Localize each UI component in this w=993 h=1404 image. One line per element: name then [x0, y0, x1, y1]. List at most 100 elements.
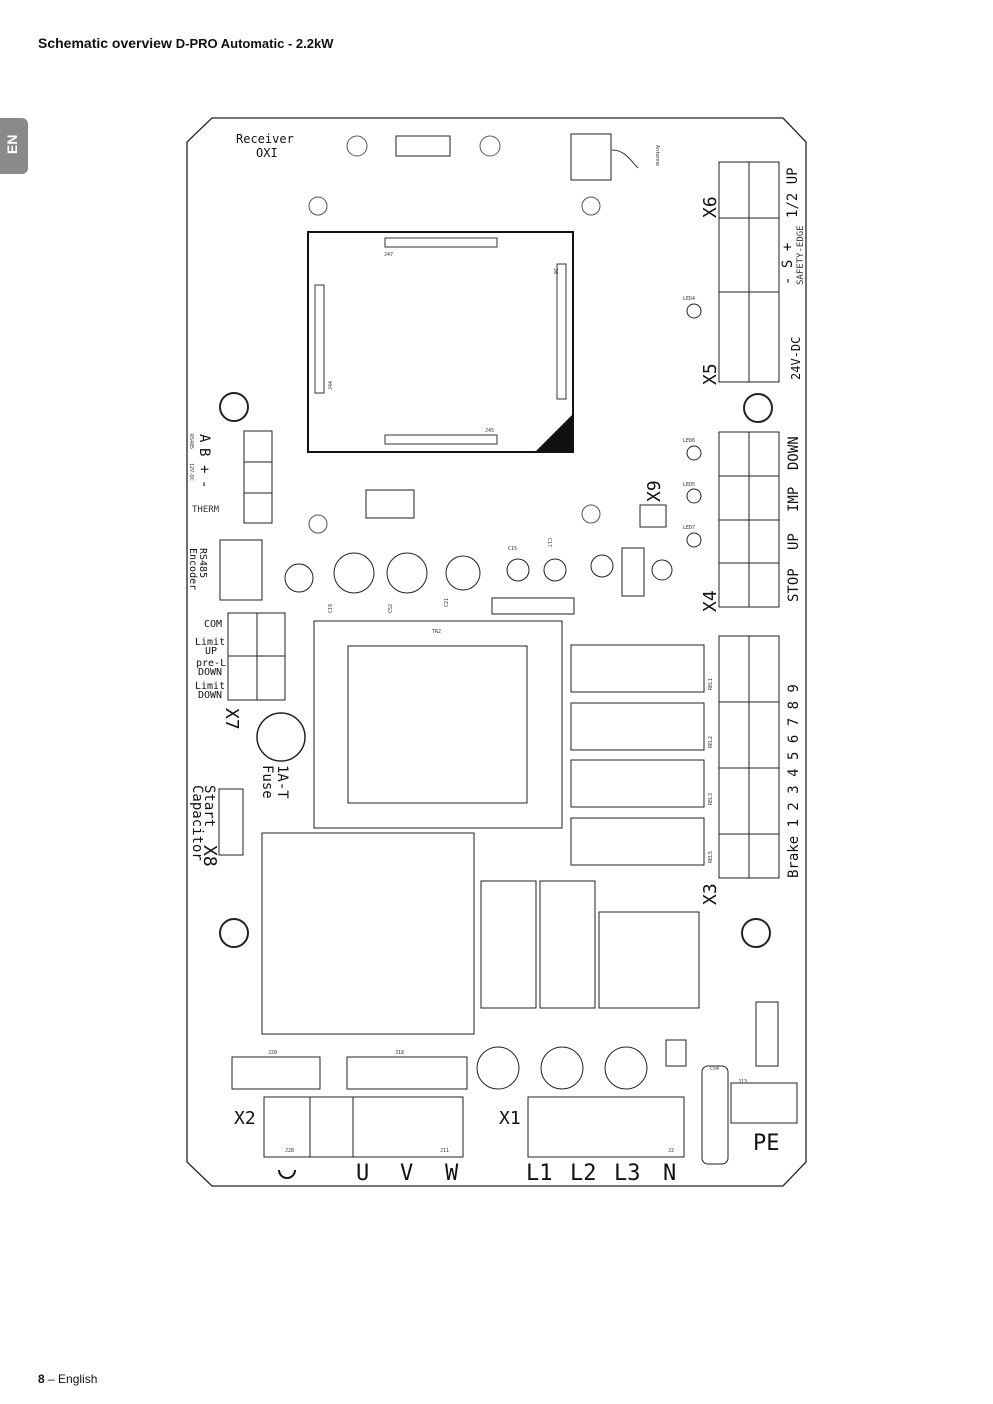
x4-label: X4 — [700, 590, 721, 612]
transformer — [313, 620, 563, 829]
mount-hole — [219, 918, 249, 948]
component-u35 — [365, 489, 415, 519]
receiver-label-2: OXI — [256, 146, 278, 160]
rs485-small-label: RS485 — [188, 434, 194, 449]
rel1-label: REL1 — [708, 678, 714, 690]
com-label: COM — [204, 619, 222, 630]
start-label: Start — [201, 785, 217, 827]
title-bold: Schematic overview — [38, 35, 172, 51]
connector-j44 — [314, 284, 325, 394]
fuse-holder — [256, 712, 306, 762]
motor-u: U — [356, 1161, 369, 1186]
motor-w: W — [445, 1161, 459, 1186]
limit-up-label-1: Limit — [195, 637, 225, 648]
c15-label: C15 — [508, 546, 517, 552]
v12-label: 12V-DC — [188, 463, 194, 481]
pre-down-label-2: DOWN — [198, 667, 222, 678]
relay-group — [570, 644, 705, 866]
mount-hole — [743, 393, 773, 423]
mount-hole — [479, 135, 501, 157]
terminal-block-x4 — [718, 431, 780, 608]
title-product: D-PRO Automatic - 2.2kW — [175, 36, 334, 51]
page-footer: 8 – English — [38, 1372, 97, 1386]
half-up-label: 1/2 UP — [785, 167, 801, 218]
tr2-label: TR2 — [432, 629, 441, 635]
component-u11 — [491, 597, 575, 615]
x5-label: X5 — [700, 363, 721, 385]
connector-j6 — [556, 263, 567, 400]
dc24-label: 24V-DC — [789, 337, 803, 380]
component-j22 — [621, 547, 645, 597]
x7-label: X7 — [221, 708, 242, 730]
board-outline — [186, 117, 807, 1187]
rel5-label: REL5 — [708, 851, 714, 863]
mains-l3: L3 — [614, 1161, 641, 1186]
j47-label: J47 — [384, 252, 393, 258]
mount-hole — [219, 392, 249, 422]
rs485-encoder-label: RS485 — [197, 548, 208, 578]
mains-l2: L2 — [570, 1161, 597, 1186]
receiver-module — [307, 231, 574, 453]
therm-label: THERM — [192, 505, 220, 515]
terminal-block-x5 — [718, 291, 780, 383]
mount-hole — [741, 918, 771, 948]
footer-language: – English — [48, 1372, 98, 1386]
j18-label: J18 — [395, 1050, 404, 1056]
ground-symbol — [278, 1169, 296, 1179]
c54-label: C54 — [710, 1066, 719, 1072]
down-label: DOWN — [786, 436, 802, 470]
terminal-block-x6 — [718, 161, 780, 293]
limit-down-label-1: Limit — [195, 681, 225, 692]
receiver-label-1: Receiver — [236, 132, 294, 146]
mount-hole — [308, 196, 328, 216]
header-connector — [395, 135, 451, 157]
j2-label: J2 — [668, 1148, 674, 1154]
rs485-b-label: B — [196, 448, 212, 456]
c17-label: C17 — [546, 538, 552, 547]
antenna-label: Antenne — [654, 145, 660, 166]
mount-hole — [346, 135, 368, 157]
page-number: 8 — [38, 1372, 45, 1386]
module-u30 — [261, 832, 475, 1035]
led5-label: LED5 — [683, 482, 695, 488]
x9-label: X9 — [644, 480, 665, 502]
rel2-label: REL2 — [708, 736, 714, 748]
contactor-group — [480, 880, 700, 1009]
fuse-label: Fuse — [259, 765, 275, 799]
terminal-block-x1 — [527, 1096, 685, 1158]
mount-hole — [308, 514, 328, 534]
page-title: Schematic overview D-PRO Automatic - 2.2… — [38, 35, 333, 51]
connector-j45 — [384, 434, 498, 445]
j44-label: J44 — [328, 381, 334, 390]
j10-label: J28 — [285, 1148, 294, 1154]
x3-label: X3 — [700, 883, 721, 905]
v12-plus-label: + — [196, 465, 212, 473]
j13-label: J13 — [738, 1079, 747, 1085]
imp-label: IMP — [786, 487, 802, 512]
safety-signs-label: - S + — [780, 243, 796, 285]
mount-hole — [581, 504, 601, 524]
led6-label: LED6 — [683, 438, 695, 444]
pe-label: PE — [753, 1131, 780, 1156]
stop-label: STOP — [786, 568, 802, 602]
encoder-label: Encoder — [187, 548, 198, 590]
rel3-label: REL3 — [708, 793, 714, 805]
terminal-block-x3 — [718, 635, 780, 879]
led4-label: LED4 — [683, 296, 695, 302]
antenna-wire — [611, 149, 639, 169]
terminal-block-x2 — [263, 1096, 464, 1158]
antenna-connector — [570, 133, 612, 181]
led7-label: LED7 — [683, 525, 695, 531]
led-group — [686, 303, 702, 548]
safety-edge-label: SAFETY-EDGE — [796, 225, 806, 285]
language-tab[interactable]: EN — [0, 118, 28, 174]
limit-down-label-2: DOWN — [198, 690, 222, 701]
motor-v: V — [400, 1161, 413, 1186]
capacitor-row — [284, 552, 673, 594]
connector-j47 — [384, 237, 498, 248]
c21-label: C21 — [444, 598, 450, 607]
j20-label: J20 — [268, 1050, 277, 1056]
brake-terminals-label: Brake 1 2 3 4 5 6 7 8 9 — [786, 684, 802, 878]
encoder-connector — [219, 539, 263, 601]
x6-label: X6 — [700, 196, 721, 218]
